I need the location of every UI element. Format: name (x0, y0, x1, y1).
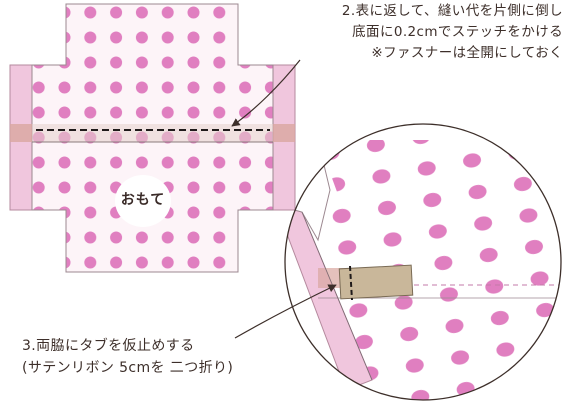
ribbon-tab (338, 264, 414, 300)
step3-note: 3.両脇にタブを仮止めする (サテンリボン 5cmを 二つ折り) (22, 335, 233, 379)
tab-basting-stitch (349, 265, 353, 301)
step2-line1: 2.表に返して、縫い代を片側に倒し (341, 3, 563, 19)
step2-line3: ※ファスナーは全開にしておく (371, 45, 563, 61)
zoom-inner-edge (301, 211, 373, 381)
seam-band-right (273, 124, 295, 142)
step2-note: 2.表に返して、縫い代を片側に倒し 底面に0.2cmでステッチをかける ※ファス… (342, 1, 563, 64)
arrow-step2 (231, 59, 301, 127)
detail-zoom-view (284, 123, 562, 401)
seam-band-left (10, 124, 32, 142)
right-side-label: おもて (120, 192, 166, 208)
step3-line2: (サテンリボン 5cmを 二つ折り) (22, 360, 234, 376)
label-highlight (115, 175, 171, 227)
seam-band (32, 124, 273, 142)
step3-line1: 3.両脇にタブを仮止めする (22, 338, 195, 354)
zoom-fabric-upper (318, 140, 561, 290)
step2-line2: 底面に0.2cmでステッチをかける (352, 24, 563, 40)
arrow-step3 (234, 284, 337, 339)
